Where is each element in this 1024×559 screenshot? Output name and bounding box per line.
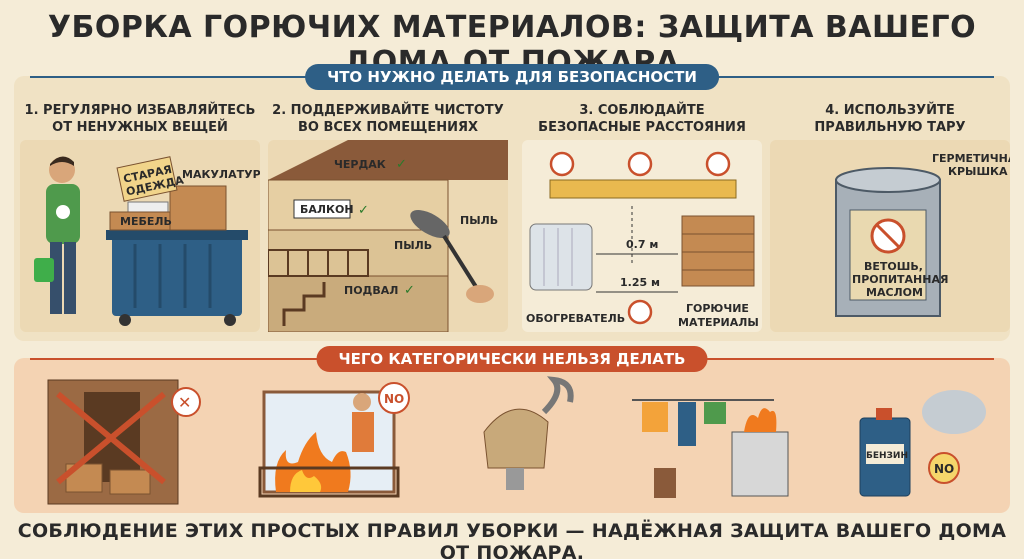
label-balcony: БАЛКОН — [300, 203, 354, 216]
cross-icon — [171, 387, 201, 417]
step-1-title-line1: 1. РЕГУЛЯРНО ИЗБАВЛЯЙТЕСЬ — [24, 103, 256, 118]
no-fire-icon — [549, 151, 575, 177]
wood-stack-icon — [681, 215, 755, 287]
step-1-title: 1. РЕГУЛЯРНО ИЗБАВЛЯЙТЕСЬ ОТ НЕНУЖНЫХ ВЕ… — [20, 102, 260, 136]
ruler-icon — [549, 179, 737, 199]
label-materials-2: МАТЕРИАЛЫ — [678, 316, 759, 329]
shirt-icon — [642, 402, 668, 432]
label-no-1: NO — [384, 392, 404, 406]
label-materials-1: ГОРЮЧИЕ — [686, 302, 749, 315]
gasoline-can-icon: БЕНЗИН — [859, 390, 986, 497]
label-dust-right: ПЫЛЬ — [460, 214, 498, 227]
step-3-title-line1: 3. СОБЛЮДАЙТЕ — [579, 103, 705, 118]
pants-icon — [678, 402, 696, 446]
person-icon — [353, 393, 371, 411]
balcony-fire-icon — [258, 390, 400, 498]
no-badge-icon — [378, 382, 410, 414]
no-fire-icon — [705, 151, 731, 177]
divider-red-right — [704, 358, 994, 360]
label-basement: ПОДВАЛ — [344, 284, 398, 297]
container-illustration: ГЕРМЕТИЧНАЯ КРЫШКА ВЕТОШЬ, ПРОПИТАННАЯ М… — [770, 140, 1010, 332]
step-4-title: 4. ИСПОЛЬЗУЙТЕ ПРАВИЛЬНУЮ ТАРУ — [770, 102, 1010, 136]
label-lid-2: КРЫШКА — [948, 165, 1008, 178]
distances-illustration: 0.7 м 1.25 м ОБОГРЕВАТЕЛЬ ГОРЮЧИЕ МАТЕРИ… — [522, 140, 762, 332]
heater-icon — [529, 223, 593, 291]
check-icon: ✓ — [358, 203, 369, 218]
stairs-icon — [282, 282, 326, 326]
label-furniture: МЕБЕЛЬ — [120, 215, 172, 228]
section-dont-banner: ЧЕГО КАТЕГОРИЧЕСКИ НЕЛЬЗЯ ДЕЛАТЬ — [316, 346, 708, 372]
declutter-illustration: СТАРАЯ ОДЕЖДА МАКУЛАТУРА МЕБЕЛЬ — [20, 140, 260, 332]
stool-icon — [654, 468, 676, 498]
dumpster-icon — [112, 236, 242, 316]
divider-left — [30, 76, 320, 78]
footer-message: СОБЛЮДЕНИЕ ЭТИХ ПРОСТЫХ ПРАВИЛ УБОРКИ — … — [17, 520, 1007, 559]
old-clothes-tag — [116, 156, 178, 202]
label-lid-1: ГЕРМЕТИЧНАЯ — [932, 152, 1010, 165]
balcony-railing-icon — [268, 249, 369, 277]
box-icon — [169, 185, 227, 231]
section-do-banner: ЧТО НУЖНО ДЕЛАТЬ ДЛЯ БЕЗОПАСНОСТИ — [305, 64, 719, 90]
label-no-2: NO — [934, 462, 954, 476]
recycle-icon — [56, 205, 70, 219]
label-can-1: ВЕТОШЬ, — [864, 260, 923, 273]
step-4-title-line2: ПРАВИЛЬНУЮ ТАРУ — [814, 120, 966, 135]
check-icon: ✓ — [396, 157, 407, 172]
duster-icon — [410, 210, 450, 238]
roof-icon — [268, 140, 508, 180]
step-2-title-line1: 2. ПОДДЕРЖИВАЙТЕ ЧИСТОТУ — [272, 103, 504, 118]
label-can-3: МАСЛОМ — [866, 286, 923, 299]
recycle-bag-icon — [34, 258, 54, 282]
label-heater: ОБОГРЕВАТЕЛЬ — [526, 312, 625, 325]
person-head-icon — [49, 157, 75, 183]
stove-icon — [731, 431, 789, 497]
label-paper: МАКУЛАТУРА — [182, 168, 260, 181]
divider-right — [704, 76, 994, 78]
step-1-title-line2: ОТ НЕНУЖНЫХ ВЕЩЕЙ — [52, 120, 228, 135]
check-icon: ✓ — [404, 283, 415, 298]
step-2-title-line2: ВО ВСЕХ ПОМЕЩЕНИЯХ — [297, 120, 479, 135]
no-badge-icon — [928, 452, 960, 484]
label-attic: ЧЕРДАК — [334, 158, 386, 171]
cluttered-hallway-icon — [47, 379, 179, 505]
label-dust-left: ПЫЛЬ — [394, 239, 432, 252]
step-4-title-line1: 4. ИСПОЛЬЗУЙТЕ — [825, 103, 955, 118]
clothes-over-stove-icon — [632, 399, 789, 498]
label-distance-bottom: 1.25 м — [620, 276, 660, 289]
step-2-title: 2. ПОДДЕРЖИВАЙТЕ ЧИСТОТУ ВО ВСЕХ ПОМЕЩЕН… — [268, 102, 508, 136]
label-can-2: ПРОПИТАННАЯ — [852, 273, 948, 286]
divider-red-left — [30, 358, 320, 360]
dont-illustrations: ✕ NO БЕНЗИН NO — [47, 376, 986, 505]
no-fire-icon — [627, 151, 653, 177]
house-cleaning-illustration: ЧЕРДАК ✓ БАЛКОН ✓ ПЫЛЬ ПЫЛЬ ПОДВАЛ ✓ — [268, 140, 508, 332]
label-fuel: БЕНЗИН — [866, 451, 908, 461]
can-lid-icon — [835, 167, 941, 193]
step-3-title-line2: БЕЗОПАСНЫЕ РАССТОЯНИЯ — [538, 120, 746, 135]
svg-text:✕: ✕ — [178, 393, 191, 412]
covered-lamp-icon — [483, 376, 574, 490]
fire-icon — [627, 299, 653, 325]
label-distance-top: 0.7 м — [626, 238, 658, 251]
step-3-title: 3. СОБЛЮДАЙТЕ БЕЗОПАСНЫЕ РАССТОЯНИЯ — [522, 102, 762, 136]
